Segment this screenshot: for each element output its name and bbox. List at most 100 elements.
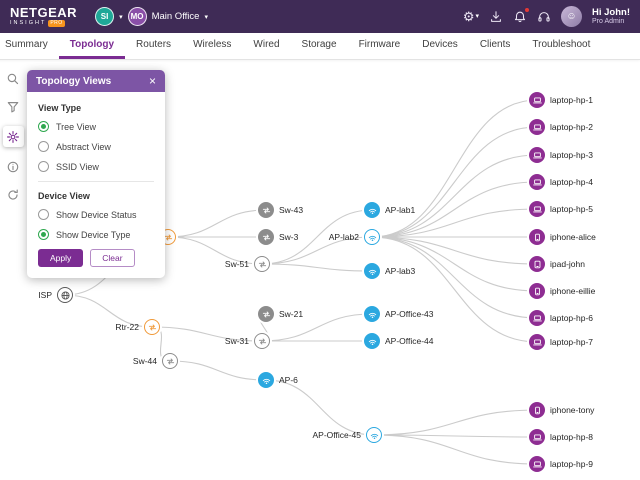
node-laptop-hp-7[interactable] — [529, 334, 545, 350]
node-ap-lab1[interactable] — [364, 202, 380, 218]
node-laptop-hp-9[interactable] — [529, 456, 545, 472]
laptop-icon — [532, 123, 542, 130]
divider — [38, 181, 154, 182]
radio-label: Tree View — [56, 121, 97, 132]
node-laptop-hp-1[interactable] — [529, 92, 545, 108]
node-label: AP-lab2 — [328, 232, 359, 242]
node-laptop-hp-2[interactable] — [529, 119, 545, 135]
apply-button[interactable]: Apply — [38, 249, 84, 267]
tab-routers[interactable]: Routers — [136, 39, 172, 50]
node-ap-office-43[interactable] — [364, 306, 380, 322]
phone-icon — [534, 287, 540, 295]
node-iphone-alice[interactable] — [529, 229, 545, 245]
radio-option-ssid-view[interactable]: SSID View — [38, 161, 154, 172]
node-sw-43[interactable] — [258, 202, 274, 218]
tab-wireless[interactable]: Wireless — [193, 39, 232, 50]
node-ap-lab3[interactable] — [364, 263, 380, 279]
info-icon[interactable] — [5, 158, 22, 175]
tab-clients[interactable]: Clients — [479, 39, 511, 50]
node-label: AP-Office-44 — [385, 336, 434, 346]
panel-header: Topology Views × — [27, 70, 165, 92]
greeting-text: Hi John! — [592, 6, 630, 18]
node-ap-office-44[interactable] — [364, 333, 380, 349]
radio-icon[interactable] — [38, 161, 49, 172]
node-label: laptop-hp-1 — [550, 95, 594, 105]
close-icon[interactable]: × — [148, 74, 156, 88]
site-avatar[interactable]: MO — [127, 7, 147, 26]
node-sw-44[interactable] — [162, 353, 178, 369]
node-laptop-hp-5[interactable] — [529, 201, 545, 217]
chevron-down-icon[interactable]: ▾ — [119, 13, 123, 21]
radio-icon[interactable] — [38, 141, 49, 152]
tab-summary[interactable]: Summary — [5, 39, 48, 50]
node-isp[interactable] — [57, 287, 73, 303]
node-sw-21[interactable] — [258, 306, 274, 322]
node-laptop-hp-3[interactable] — [529, 147, 545, 163]
edge-rtr-22-sw-31 — [151, 326, 263, 342]
refresh-icon[interactable] — [5, 186, 22, 203]
org-avatar[interactable]: SI — [95, 7, 115, 26]
wifi-icon — [368, 235, 376, 241]
node-rtr-22[interactable] — [144, 319, 160, 335]
node-ap-lab2[interactable] — [364, 229, 380, 245]
node-label: AP-Office-45 — [312, 430, 361, 440]
download-icon[interactable] — [489, 10, 503, 24]
edge-ap-lab2-c10 — [371, 236, 538, 343]
node-iphone-eillie[interactable] — [529, 283, 545, 299]
search-icon[interactable] — [5, 70, 22, 87]
org-switcher: SI ▾ MO Main Office ▾ — [95, 7, 208, 26]
tab-troubleshoot[interactable]: Troubleshoot — [532, 39, 591, 50]
globe-icon — [60, 290, 70, 300]
node-ap-6[interactable] — [258, 372, 274, 388]
clear-button[interactable]: Clear — [90, 249, 135, 267]
user-avatar[interactable]: ☺ — [561, 6, 582, 27]
panel-title: Topology Views — [36, 75, 112, 87]
panel-buttons: Apply Clear — [38, 249, 154, 267]
wifi-icon — [262, 378, 270, 384]
node-label: laptop-hp-4 — [550, 177, 594, 187]
radio-option-abstract-view[interactable]: Abstract View — [38, 141, 154, 152]
radio-icon[interactable] — [38, 209, 49, 220]
chevron-down-icon[interactable]: ▾ — [204, 13, 208, 21]
radio-option-tree-view[interactable]: Tree View — [38, 121, 154, 132]
radio-option-show-device-type[interactable]: Show Device Type — [38, 229, 154, 240]
radio-selected-icon[interactable] — [38, 121, 49, 132]
tab-devices[interactable]: Devices — [422, 39, 458, 50]
node-ap-office-45[interactable] — [366, 427, 382, 443]
edge-ap-6-ap-office-45 — [265, 379, 375, 436]
node-sw-31[interactable] — [254, 333, 270, 349]
node-ipad-john[interactable] — [529, 256, 545, 272]
radio-selected-icon[interactable] — [38, 229, 49, 240]
node-label: AP-lab1 — [385, 205, 416, 215]
edge-rtr-1-sw-51 — [167, 236, 263, 265]
wifi-icon — [368, 269, 376, 275]
node-iphone-tony[interactable] — [529, 402, 545, 418]
tab-storage[interactable]: Storage — [301, 39, 337, 50]
radio-option-show-device-status[interactable]: Show Device Status — [38, 209, 154, 220]
settings-icon[interactable] — [2, 126, 24, 147]
laptop-icon — [532, 338, 542, 345]
radio-label: SSID View — [56, 161, 99, 172]
tab-topology[interactable]: Topology — [58, 33, 126, 59]
phone-icon — [534, 233, 540, 241]
edge-ap-lab2-c3 — [371, 154, 538, 238]
node-label: Sw-3 — [279, 232, 299, 242]
node-laptop-hp-6[interactable] — [529, 310, 545, 326]
edge-sw-31-ap-office-43 — [261, 313, 373, 342]
laptop-icon — [532, 151, 542, 158]
node-label: iphone-tony — [550, 405, 595, 415]
node-sw-3[interactable] — [258, 229, 274, 245]
laptop-icon — [532, 314, 542, 321]
node-laptop-hp-8[interactable] — [529, 429, 545, 445]
filter-icon[interactable] — [5, 98, 22, 115]
node-laptop-hp-4[interactable] — [529, 174, 545, 190]
tab-wired[interactable]: Wired — [253, 39, 280, 50]
headset-icon[interactable] — [537, 10, 551, 24]
gear-icon[interactable]: ⚙▾ — [462, 9, 479, 24]
wifi-icon — [370, 433, 378, 439]
tab-firmware[interactable]: Firmware — [358, 39, 401, 50]
bell-icon[interactable] — [513, 6, 530, 24]
site-name[interactable]: Main Office — [151, 11, 200, 22]
node-sw-51[interactable] — [254, 256, 270, 272]
top-bar: NETGEAR INSIGHT PRO SI ▾ MO Main Office … — [0, 0, 640, 33]
